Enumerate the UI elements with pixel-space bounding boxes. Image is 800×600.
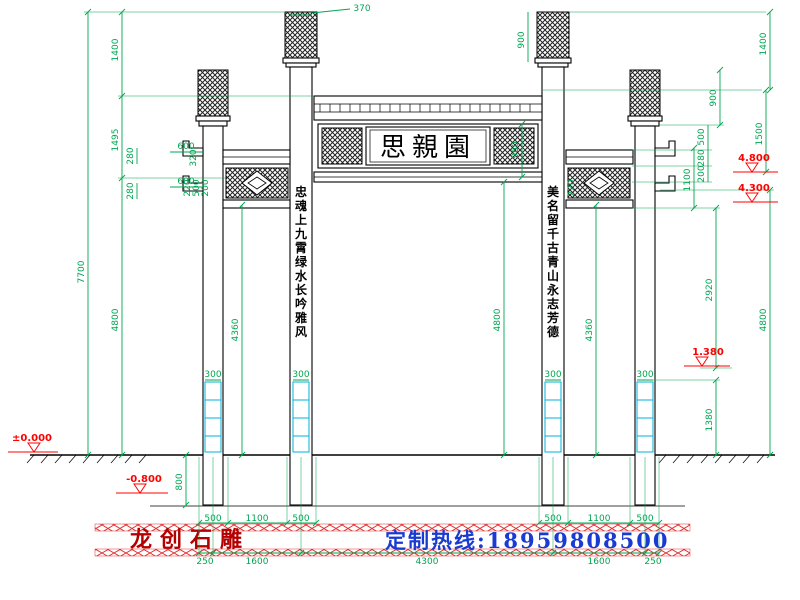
dim-label: 600 (177, 142, 194, 152)
elevation-marker-base: 1.380 (684, 347, 730, 367)
dim-label: 2920 (705, 278, 715, 301)
dim-label: 300 (636, 370, 653, 380)
finial-carving (284, 11, 318, 59)
dim-label: 370 (353, 4, 370, 14)
panel-diamond (241, 170, 273, 196)
dim-label: 500 (544, 514, 561, 524)
dim-label: 800 (175, 473, 185, 490)
dim-label: 500 (697, 128, 707, 145)
couplet-left: 忠魂上九霄绿水长吟雅风 (294, 184, 308, 339)
dim-label: 300 (292, 370, 309, 380)
pillar-outer-left (182, 69, 231, 506)
plaque-title: 思親園 (380, 133, 476, 163)
dim-label: 280 (126, 182, 136, 199)
dim-label: 250 (644, 557, 661, 567)
base-stone (204, 381, 222, 453)
dim-label: 1100 (683, 168, 693, 191)
dim-label: 200 (697, 165, 707, 182)
finial-carving (536, 11, 570, 59)
plaque-end-ornament-right (493, 127, 535, 165)
dim-label: 4300 (416, 557, 439, 567)
base-stone (292, 381, 310, 453)
dim-label: 500 (292, 514, 309, 524)
elevation-markers: 4.800 4.300 1.380 ±0.000 -0.800 (8, 153, 778, 494)
couplet-right: 美名留千古青山永志芳德 (546, 184, 560, 339)
dim-label: 4360 (231, 318, 241, 341)
pillar-outer-right (627, 69, 676, 506)
elevation-value: 1.380 (692, 347, 724, 358)
dim-label: 4800 (111, 308, 121, 331)
dim-label: 500 (192, 179, 202, 196)
side-beams-right (565, 149, 634, 209)
dim-label: 320 (189, 149, 199, 166)
dimension-lines (84, 8, 774, 557)
dim-label: 200 (201, 179, 211, 196)
dim-label: 4800 (493, 308, 503, 331)
dim-label: 900 (709, 89, 719, 106)
dim-label: 300 (544, 370, 561, 380)
dim-label: 4800 (759, 308, 769, 331)
dim-label: 220 (567, 179, 577, 196)
brand-name: 龙创石雕 (130, 527, 250, 553)
finial-carving (629, 69, 661, 117)
dim-label: 7700 (77, 260, 87, 283)
pillar-inner-left (282, 11, 320, 506)
dim-label: 1380 (705, 408, 715, 431)
central-lintel (313, 95, 543, 121)
dim-label: 220 (183, 179, 193, 196)
dim-label: 280 (697, 149, 707, 166)
dim-label: 1495 (111, 129, 121, 152)
dim-label: 500 (636, 514, 653, 524)
bracket-arm-lower (654, 175, 676, 192)
elevation-value: 4.800 (738, 153, 770, 164)
elevation-value: -0.800 (126, 474, 162, 485)
banner-ornament-top (94, 523, 691, 532)
dim-label: 1400 (111, 38, 121, 61)
dim-label: 280 (126, 147, 136, 164)
dim-label: 1600 (588, 557, 611, 567)
dim-label: 600 (177, 177, 194, 187)
elevation-marker-top: 4.800 (733, 153, 778, 173)
dim-label: 300 (204, 370, 221, 380)
base-stone (544, 381, 562, 453)
dim-label: 4360 (585, 318, 595, 341)
dim-label: 1400 (759, 32, 769, 55)
plaque-band: 思親園 (313, 123, 543, 183)
hotline-text: 定制热线:18959808500 (385, 528, 669, 553)
base-stone (636, 381, 654, 453)
elevation-value: ±0.000 (12, 433, 52, 444)
dim-label: 900 (517, 31, 527, 48)
dim-label: 250 (196, 557, 213, 567)
dim-label: 1100 (588, 514, 611, 524)
dim-label: 500 (204, 514, 221, 524)
elevation-marker-foundation: -0.800 (116, 474, 168, 494)
finial-carving (197, 69, 229, 117)
pillar-inner-right (534, 11, 572, 506)
ad-banner: 龙创石雕 定制热线:18959808500 (94, 523, 691, 557)
plaque-end-ornament-left (321, 127, 363, 165)
bracket-arm-upper (654, 140, 676, 157)
dim-label: 1600 (246, 557, 269, 567)
dimension-labels: 370 7700 1400 1495 4800 280 280 600 600 … (77, 4, 769, 567)
base-stones (204, 381, 654, 453)
dim-label: 1100 (246, 514, 269, 524)
elevation-marker-ground: ±0.000 (8, 433, 58, 453)
elevation-marker-beam: 4.300 (733, 183, 778, 203)
dim-label: 1500 (755, 122, 765, 145)
dim-label: 960 (511, 141, 521, 158)
panel-diamond (583, 170, 615, 196)
side-beams-left (222, 149, 291, 209)
elevation-value: 4.300 (738, 183, 770, 194)
banner-ornament-bottom (94, 548, 691, 557)
